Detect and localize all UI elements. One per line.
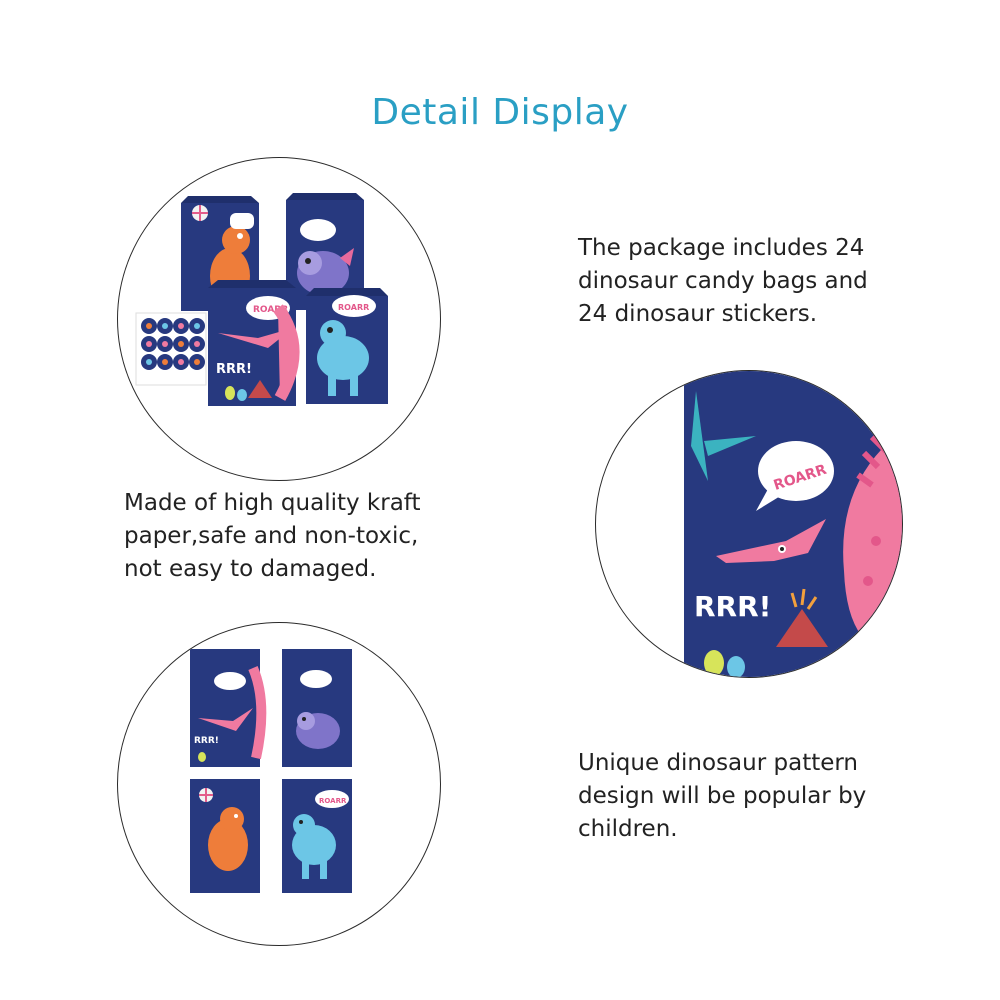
page-title: Detail Display <box>371 92 629 133</box>
bag-blue-dino: ROARR <box>306 288 388 404</box>
description-material: Made of high quality kraft paper,safe an… <box>124 490 421 582</box>
description-design: Unique dinosaur pattern design will be p… <box>578 750 867 842</box>
product-photo-four-bags: RRR! ROARR <box>117 622 441 946</box>
product-photo-bags-and-stickers: ROARR RRR! ROARR <box>117 157 441 481</box>
description-package-contents: The package includes 24 dinosaur candy b… <box>578 235 868 327</box>
flat-bag-blue-dino: ROARR <box>282 779 352 893</box>
flat-bag-triceratops <box>282 649 352 767</box>
rrr-label: RRR! <box>216 362 252 377</box>
roar-label: ROARR <box>253 305 288 315</box>
rrr-closeup-text: RRR! <box>694 590 771 623</box>
flat-bag-orange-dino <box>190 779 260 893</box>
bag-pterodactyl: ROARR RRR! <box>208 280 300 406</box>
rrr-small-text: RRR! <box>194 736 219 746</box>
roar-small-text: ROARR <box>319 797 347 805</box>
sticker-sheet <box>135 312 207 386</box>
flat-bag-pterodactyl: RRR! <box>190 649 267 767</box>
product-photo-closeup: ROARR RRR! <box>595 370 903 678</box>
roar-label-2: ROARR <box>338 303 369 312</box>
